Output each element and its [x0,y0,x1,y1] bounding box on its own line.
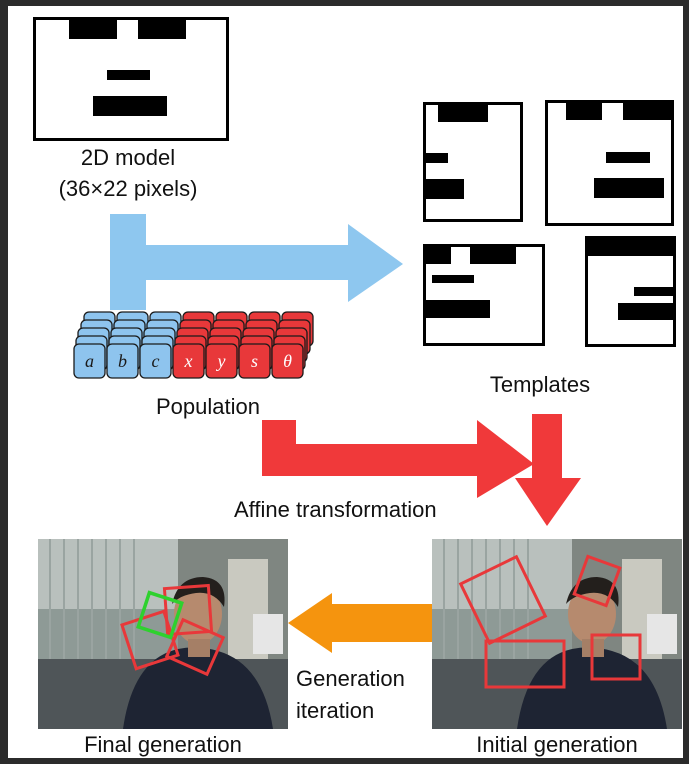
initial-candidate-boxes [458,554,642,689]
template-2 [545,100,674,226]
population-cell [271,343,304,379]
blue-arrow [110,214,403,310]
affine-transformation-label: Affine transformation [234,497,437,522]
model-title: 2D model [80,145,176,170]
gene-label-3: x [184,351,193,371]
gene-label-2: c [152,351,160,371]
template-1 [423,102,523,222]
templates-label: Templates [489,372,591,397]
final-fitting-boxes [120,583,226,677]
population-cell [205,343,238,379]
population-cell [139,343,172,379]
population-cell [238,343,271,379]
final-generation-label: Final generation [84,732,242,757]
gene-label-5: s [251,351,258,371]
template-4 [585,236,676,347]
population-cell [172,343,205,379]
orange-arrow [288,593,433,653]
template-3 [423,244,545,346]
gene-label-0: a [85,351,94,371]
gene-label-6: θ [283,351,292,371]
red-arrow-affine [262,420,534,498]
iteration-label: iteration [296,698,375,723]
population-cell [73,343,106,379]
population-cell [106,343,139,379]
initial-generation-photo [432,539,682,729]
initial-generation-label: Initial generation [476,732,638,757]
gene-label-1: b [118,351,127,371]
population-label: Population [156,394,260,419]
red-arrow-down [515,414,581,526]
generation-label: Generation [296,666,405,691]
face-model-template [33,17,229,141]
gene-label-4: y [216,351,226,371]
model-subtitle: (36×22 pixels) [58,176,198,201]
